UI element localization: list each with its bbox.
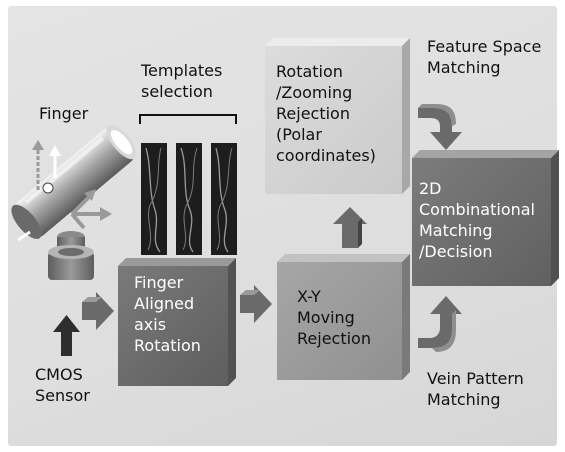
finger-label: Finger bbox=[39, 104, 89, 123]
templates-bracket bbox=[139, 114, 237, 124]
cmos-sensor-label: CMOS Sensor bbox=[35, 365, 90, 405]
rotation-zooming-text: Rotation /Zooming Rejection (Polar coord… bbox=[276, 62, 376, 165]
cmos-sensor-illustration bbox=[48, 231, 94, 280]
finger-aligned-box: Finger Aligned axis Rotation bbox=[118, 266, 228, 386]
combinational-text: 2D Combinational Matching /Decision bbox=[419, 179, 535, 261]
rotation-zooming-box: Rotation /Zooming Rejection (Polar coord… bbox=[265, 46, 402, 194]
feature-space-matching-label: Feature Space Matching bbox=[427, 37, 542, 77]
cmos-up-arrow bbox=[53, 315, 80, 356]
arrow-vein-to-combinational bbox=[418, 296, 462, 352]
xy-moving-box: X-Y Moving Rejection bbox=[277, 262, 402, 380]
template-strip-2 bbox=[176, 143, 202, 255]
finger-illustration bbox=[11, 125, 137, 242]
arrow-sensor-to-alignment bbox=[82, 292, 114, 330]
template-strip-3 bbox=[211, 143, 237, 255]
arrow-alignment-to-xy bbox=[240, 285, 272, 323]
vein-pattern-matching-label: Vein Pattern Matching bbox=[427, 369, 524, 409]
finger-aligned-text: Finger Aligned axis Rotation bbox=[134, 273, 201, 355]
arrow-xy-to-rotation bbox=[333, 207, 367, 248]
combinational-box: 2D Combinational Matching /Decision bbox=[412, 158, 551, 286]
template-strip-1 bbox=[141, 143, 167, 255]
templates-selection-label: Templates selection bbox=[141, 61, 223, 101]
xy-moving-text: X-Y Moving Rejection bbox=[297, 287, 371, 348]
arrow-feature-to-combinational bbox=[418, 104, 462, 150]
